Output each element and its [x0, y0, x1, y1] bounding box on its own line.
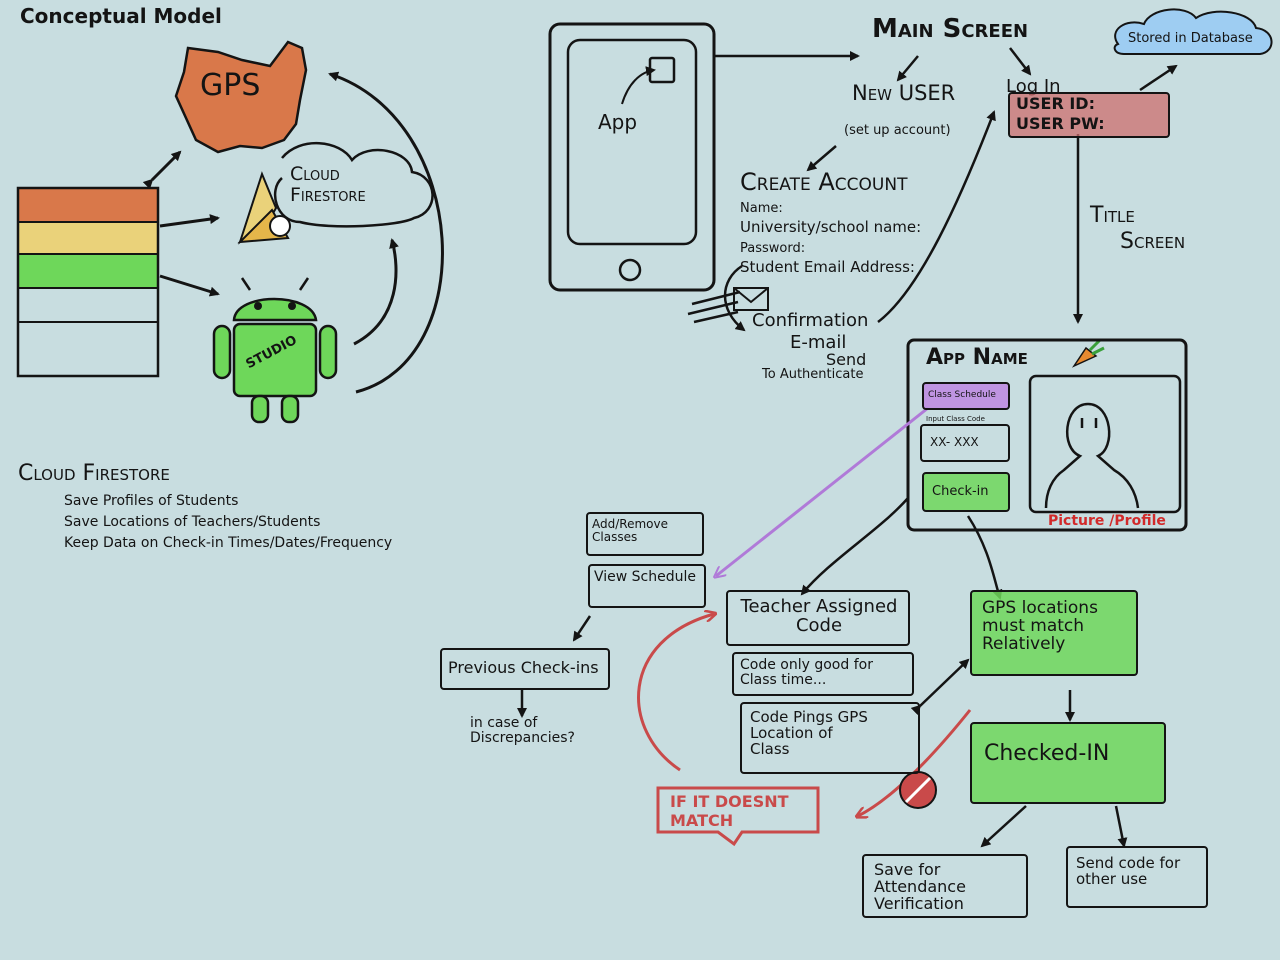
database-stack-icon — [16, 186, 160, 378]
email-label: E-mail — [790, 332, 847, 353]
database-cloud — [1113, 8, 1273, 55]
previous-checkins-label: Previous Check-ins — [448, 658, 599, 677]
stored-in-database-label: Stored in Database — [1128, 31, 1253, 46]
login-label: Log In — [1006, 76, 1061, 97]
form-field-name: Name: — [740, 201, 783, 216]
note-item: Keep Data on Check-in Times/Dates/Freque… — [64, 535, 393, 551]
add-remove-classes-label: Add/Remove Classes — [592, 517, 668, 544]
class-schedule-button[interactable]: Class Schedule — [922, 382, 1010, 410]
envelope-icon — [733, 287, 769, 311]
class-schedule-label: Class Schedule — [928, 390, 996, 400]
profile-avatar-icon — [1044, 402, 1140, 509]
form-field-school: University/school name: — [740, 218, 922, 236]
previous-checkins-box[interactable]: Previous Check-ins — [440, 648, 610, 690]
firebase-icon — [237, 171, 291, 245]
class-code-placeholder: XX- XXX — [930, 435, 979, 449]
form-field-email: Student Email Address: — [740, 258, 915, 276]
teacher-code-label: Teacher Assigned Code — [740, 596, 898, 636]
note-item: Save Locations of Teachers/Students — [64, 514, 321, 530]
discrepancies-label: in case of Discrepancies? — [470, 715, 575, 746]
gps-match-label: GPS locations must match Relatively — [982, 598, 1098, 654]
code-pings-box: Code Pings GPS Location of Class — [740, 702, 920, 774]
if-not-match-label: IF IT DOESNT MATCH — [670, 792, 789, 831]
note-item: Save Profiles of Students — [64, 493, 239, 509]
login-credentials-box — [1008, 92, 1170, 138]
create-account-label: Create Account — [740, 168, 908, 196]
cloud-firestore-label: Cloud Firestore — [290, 163, 366, 206]
form-field-password: Password: — [740, 241, 806, 256]
code-good-box: Code only good for Class time... — [732, 652, 914, 696]
send-code-box: Send code for other use — [1066, 846, 1208, 908]
save-attendance-label: Save for Attendance Verification — [874, 860, 966, 913]
title-screen-label-2: Screen — [1120, 229, 1186, 254]
user-pw-field: USER PW: — [1016, 114, 1105, 133]
page-title: Conceptual Model — [20, 4, 222, 28]
confirmation-label: Confirmation — [752, 310, 869, 331]
gps-label: GPS — [200, 68, 261, 103]
view-schedule-box[interactable]: View Schedule — [588, 564, 706, 608]
phone-icon — [548, 22, 716, 292]
gps-match-box: GPS locations must match Relatively — [970, 590, 1138, 676]
code-pings-label: Code Pings GPS Location of Class — [750, 708, 868, 758]
app-label: App — [598, 110, 638, 134]
title-screen-label-1: Title — [1090, 203, 1135, 228]
app-name-label: App Name — [926, 345, 1028, 370]
check-in-label: Check-in — [932, 484, 989, 499]
to-authenticate-label: To Authenticate — [762, 367, 864, 382]
save-attendance-box: Save for Attendance Verification — [862, 854, 1028, 918]
no-entry-icon — [899, 771, 937, 809]
new-user-label: New USER — [852, 81, 956, 105]
carrot-icon — [1071, 338, 1105, 368]
class-code-input[interactable]: XX- XXX — [920, 424, 1010, 462]
checked-in-box: Checked-IN — [970, 722, 1166, 804]
picture-profile-label: Picture /Profile — [1048, 513, 1166, 529]
checked-in-label: Checked-IN — [984, 741, 1110, 766]
notes-heading: Cloud Firestore — [18, 461, 170, 486]
check-in-button[interactable]: Check-in — [922, 472, 1010, 512]
input-class-code-label: Input Class Code — [926, 415, 985, 423]
add-remove-classes-box[interactable]: Add/Remove Classes — [586, 512, 704, 556]
teacher-code-box: Teacher Assigned Code — [726, 590, 910, 646]
view-schedule-label: View Schedule — [594, 569, 697, 585]
user-id-field: USER ID: — [1016, 94, 1095, 113]
gps-map-icon — [174, 40, 308, 154]
main-screen-label: Main Screen — [872, 14, 1029, 44]
code-good-label: Code only good for Class time... — [740, 657, 873, 688]
send-label: Send — [826, 350, 867, 369]
cloud-firestore-cloud — [273, 142, 434, 228]
setup-account-label: (set up account) — [844, 123, 951, 138]
android-studio-icon — [212, 277, 338, 424]
send-code-label: Send code for other use — [1076, 854, 1181, 888]
